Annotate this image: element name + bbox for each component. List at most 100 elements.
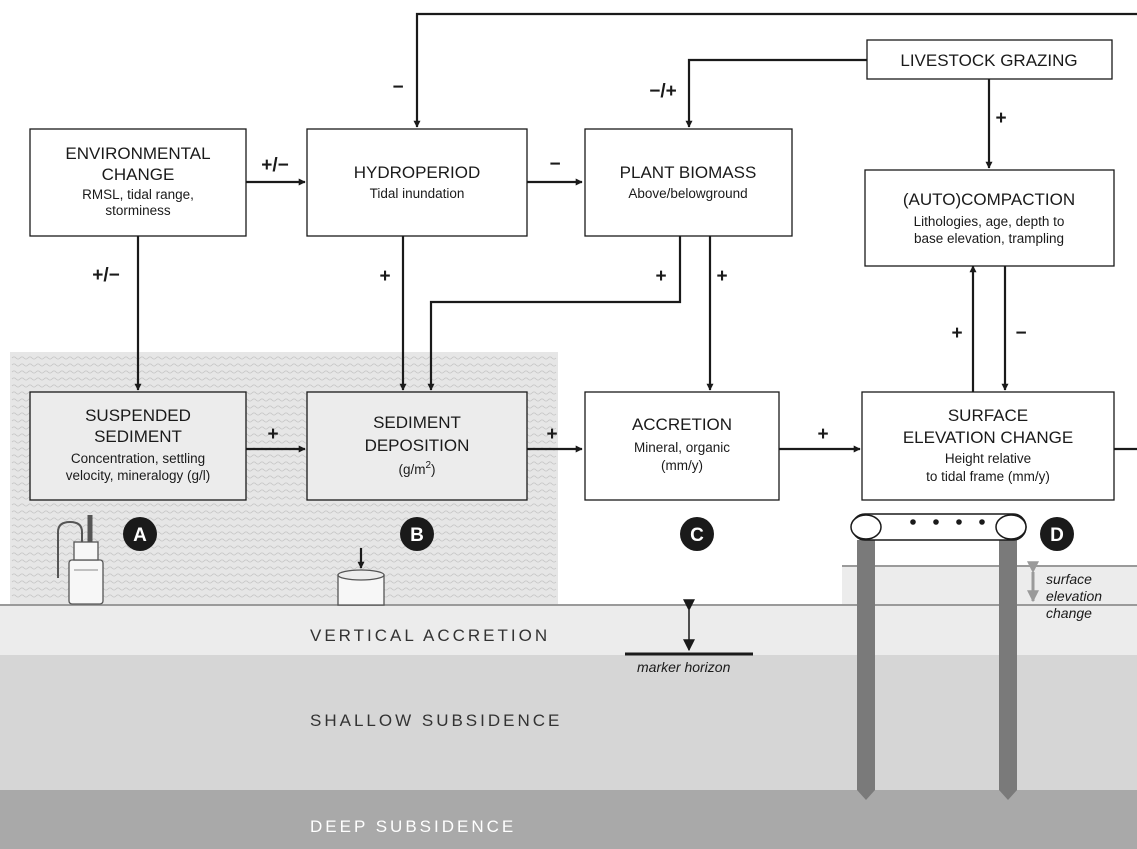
badge-d: D [1040, 517, 1074, 551]
box-sec-sub-2: to tidal frame (mm/y) [926, 469, 1050, 484]
deposition-unit-base: (g/m [398, 462, 425, 477]
box-sec-title-1: SURFACE [948, 406, 1028, 425]
sign-suspended-to-deposition: + [267, 424, 278, 445]
box-autocompaction-sub-2: base elevation, trampling [914, 231, 1064, 246]
set-instrument [850, 513, 1027, 800]
wave-line [11, 545, 557, 549]
sign-deposition-to-accretion: + [546, 424, 557, 445]
box-sediment-deposition: SEDIMENT DEPOSITION (g/m2) [306, 391, 528, 501]
wave-line [11, 538, 557, 542]
box-environmental-change-title-1: ENVIRONMENTAL [65, 144, 210, 163]
badge-b: B [400, 517, 434, 551]
sign-env-to-suspended: +/− [92, 265, 119, 286]
box-plant-biomass: PLANT BIOMASS Above/belowground [584, 128, 793, 237]
wave-line [11, 356, 557, 360]
box-sec-sub-1: Height relative [945, 451, 1031, 466]
badge-a: A [123, 517, 157, 551]
sign-biomass-to-accretion: + [716, 266, 727, 287]
sign-hydro-to-deposition: + [379, 266, 390, 287]
box-autocompaction-title: (AUTO)COMPACTION [903, 190, 1075, 209]
wave-line [11, 517, 557, 521]
box-suspended-sediment-sub-1: Concentration, settling [71, 451, 205, 466]
set-rod-right-tip [999, 790, 1017, 800]
wave-line [11, 503, 557, 507]
box-sediment-deposition-title-2: DEPOSITION [365, 436, 470, 455]
box-suspended-sediment-title-1: SUSPENDED [85, 406, 191, 425]
box-environmental-change: ENVIRONMENTAL CHANGE RMSL, tidal range, … [29, 128, 247, 237]
set-pin-2 [933, 519, 939, 525]
set-rod-right [999, 540, 1017, 790]
layer-deep-subsidence [0, 790, 1137, 849]
box-suspended-sediment-title-2: SEDIMENT [94, 427, 182, 446]
box-suspended-sediment: SUSPENDED SEDIMENT Concentration, settli… [29, 391, 247, 501]
layer-label-vertical-accretion: VERTICAL ACCRETION [310, 626, 550, 645]
box-hydroperiod-sub: Tidal inundation [370, 186, 465, 201]
box-hydroperiod-title: HYDROPERIOD [354, 163, 481, 182]
sign-hydro-feedback: − [392, 77, 403, 98]
wave-line [11, 531, 557, 535]
badge-a-label: A [133, 525, 147, 546]
wave-line [11, 384, 557, 388]
sign-grazing-to-biomass: −/+ [649, 81, 676, 102]
wave-line [11, 370, 557, 374]
box-sediment-deposition-title-1: SEDIMENT [373, 413, 461, 432]
wave-line [11, 559, 557, 563]
badge-d-label: D [1050, 525, 1064, 546]
deposition-unit-end: ) [431, 462, 436, 477]
sediment-trap-icon [337, 548, 385, 606]
wave-line [11, 377, 557, 381]
badge-b-label: B [410, 525, 424, 546]
wave-line [11, 524, 557, 528]
box-livestock-grazing-title: LIVESTOCK GRAZING [900, 51, 1077, 70]
deposition-unit-sup: 2 [425, 460, 431, 471]
layer-label-deep-subsidence: DEEP SUBSIDENCE [310, 817, 516, 836]
box-autocompaction-sub-1: Lithologies, age, depth to [914, 214, 1065, 229]
box-sediment-deposition-sub: (g/m2) [398, 460, 435, 477]
feedback-arrow-to-hydroperiod [413, 12, 1137, 128]
box-environmental-change-title-2: CHANGE [102, 165, 175, 184]
sign-grazing-to-compaction: + [995, 108, 1006, 129]
sign-hydro-to-biomass: − [549, 154, 560, 175]
layer-label-shallow-subsidence: SHALLOW SUBSIDENCE [310, 711, 562, 730]
sign-accretion-to-sec: + [817, 424, 828, 445]
set-pin-3 [956, 519, 962, 525]
set-arm-end-left [850, 514, 882, 540]
arrow-grazing-to-biomass [685, 58, 867, 128]
box-autocompaction: (AUTO)COMPACTION Lithologies, age, depth… [864, 169, 1115, 267]
badge-c-label: C [690, 525, 704, 546]
box-accretion-title: ACCRETION [632, 415, 732, 434]
box-sec-title-2: ELEVATION CHANGE [903, 428, 1073, 447]
box-accretion: ACCRETION Mineral, organic (mm/y) [584, 391, 780, 501]
sign-compaction-down: − [1015, 323, 1026, 344]
sec-label-line2: elevation [1046, 588, 1102, 604]
sec-label-line3: change [1046, 605, 1092, 621]
set-arm-end-right [995, 514, 1027, 540]
set-pin-1 [910, 519, 916, 525]
box-environmental-change-sub-2: storminess [105, 203, 171, 218]
marker-horizon-label: marker horizon [637, 659, 731, 675]
sign-env-to-hydro: +/− [261, 155, 288, 176]
box-suspended-sediment-sub-2: velocity, mineralogy (g/l) [66, 468, 211, 483]
set-rod-left-tip [857, 790, 875, 800]
box-accretion-sub-1: Mineral, organic [634, 440, 730, 455]
arrow-biomass-to-deposition [427, 236, 682, 391]
sec-label-line1: surface [1046, 571, 1092, 587]
box-environmental-change-sub-1: RMSL, tidal range, [82, 187, 194, 202]
layer-shallow-subsidence [0, 655, 1137, 790]
box-hydroperiod: HYDROPERIOD Tidal inundation [306, 128, 528, 237]
wave-line [11, 552, 557, 556]
box-accretion-sub-2: (mm/y) [661, 458, 703, 473]
box-livestock-grazing: LIVESTOCK GRAZING [866, 39, 1113, 80]
set-pin-4 [979, 519, 985, 525]
sec-platform [842, 566, 1137, 606]
water-sampler-bottle-icon [57, 515, 104, 605]
box-surface-elevation-change: SURFACE ELEVATION CHANGE Height relative… [861, 391, 1115, 501]
badge-c: C [680, 517, 714, 551]
wave-line [11, 510, 557, 514]
sign-biomass-to-deposition: + [655, 266, 666, 287]
box-plant-biomass-title: PLANT BIOMASS [620, 163, 757, 182]
set-rod-left [857, 540, 875, 790]
sign-compaction-up: + [951, 323, 962, 344]
